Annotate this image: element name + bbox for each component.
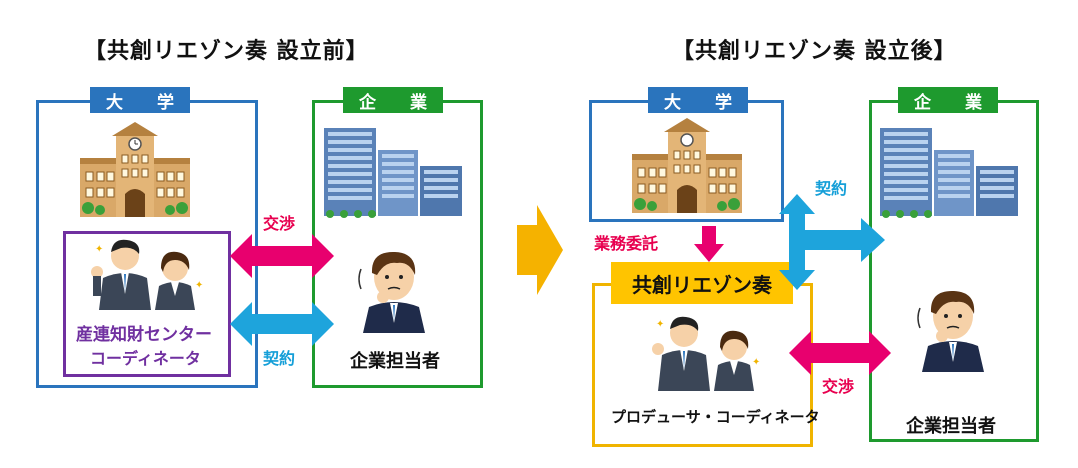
office-buildings-icon xyxy=(324,128,462,218)
after-company-person-label: 企業担当者 xyxy=(906,416,996,437)
coordinators-icon: ✦ ✦ xyxy=(91,239,203,310)
after-university-building-icon xyxy=(632,118,742,213)
svg-text:✦: ✦ xyxy=(752,357,760,368)
before-company-person-label: 企業担当者 xyxy=(350,351,440,372)
before-negotiation-label: 交渉 xyxy=(263,214,296,233)
liaison-label: 共創リエゾン奏 xyxy=(632,272,772,297)
before-contract-label: 契約 xyxy=(263,349,296,368)
liaison-header: 共創リエゾン奏 xyxy=(611,262,793,304)
svg-text:✦: ✦ xyxy=(95,244,103,255)
svg-text:✦: ✦ xyxy=(195,280,203,291)
after-university-header: 大 学 xyxy=(648,87,748,113)
before-university-header: 大 学 xyxy=(90,87,190,113)
before-company-header: 企 業 xyxy=(343,87,443,113)
center-label-line2: コーディネータ xyxy=(90,349,201,368)
after-negotiation-label: 交渉 xyxy=(822,377,855,396)
after-contract-arrow-icon xyxy=(779,194,885,290)
coordinator-label: プロデューサ・コーディネータ xyxy=(611,408,820,426)
outsourcing-arrow-icon xyxy=(694,226,724,262)
after-office-buildings-icon xyxy=(880,128,1018,218)
before-center-box xyxy=(63,231,231,377)
svg-text:✦: ✦ xyxy=(656,319,664,330)
after-contract-label: 契約 xyxy=(815,179,848,198)
transition-arrow-icon xyxy=(517,205,563,295)
liaison-coordinators-icon: ✦ ✦ xyxy=(652,316,760,391)
before-title: 【共創リエゾン奏 設立前】 xyxy=(84,39,369,64)
after-company-header: 企 業 xyxy=(898,87,998,113)
university-building-icon xyxy=(80,122,190,217)
company-person-icon xyxy=(358,251,425,333)
center-label-line1: 産連知財センター xyxy=(76,325,212,345)
negotiation-arrow-icon xyxy=(230,234,334,278)
after-title: 【共創リエゾン奏 設立後】 xyxy=(672,39,957,64)
after-company-person-icon xyxy=(917,290,984,372)
outsourcing-label: 業務委託 xyxy=(594,234,659,253)
contract-arrow-icon xyxy=(230,302,334,346)
after-negotiation-arrow-icon xyxy=(789,331,891,375)
